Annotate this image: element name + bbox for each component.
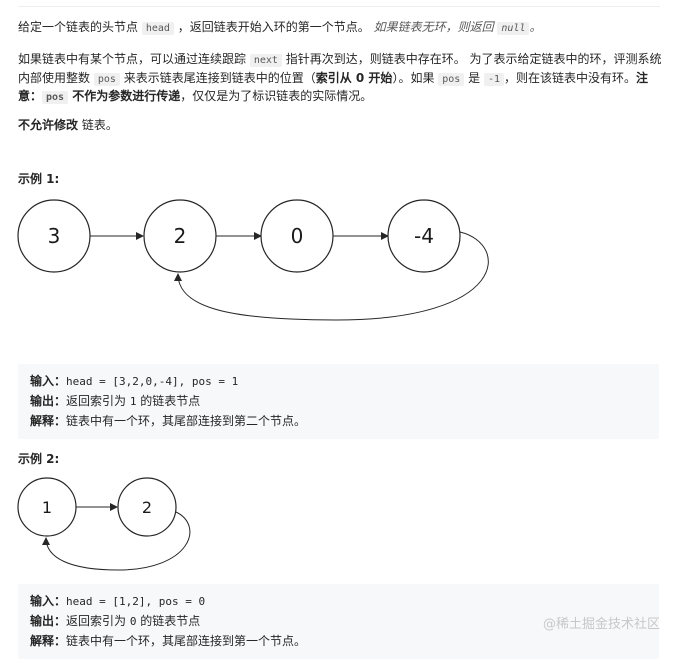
text: 是 [464,70,484,85]
watermark: @稀土掘金技术社区 [542,616,660,632]
example-1-explain-row: 解释：链表中有一个环，其尾部连接到第二个节点。 [30,412,647,432]
example-2-input-row: 输入：head = [1,2], pos = 0 [30,592,647,612]
explain-label: 解释： [30,413,67,428]
explain-value: 链表中有一个环，其尾部连接到第二个节点。 [66,413,307,428]
node-4: -4 [387,199,461,273]
node-1: 1 [17,477,77,537]
strong-text: 注意： [18,70,649,104]
text: 返回索引为 [66,393,130,408]
strong-text: 索引从 0 开始 [315,70,393,85]
example-1-box: 输入：head = [3,2,0,-4], pos = 1 输出：返回索引为 1… [18,364,659,440]
example-2-explain-row: 解释：链表中有一个环，其尾部连接到第一个节点。 [30,632,647,652]
emphasis-text: 如果链表无环，则返回 [373,20,498,34]
example-1-input-row: 输入：head = [3,2,0,-4], pos = 1 [30,372,647,392]
output-code: 1 [129,394,137,408]
example-1-title: 示例 1: [18,172,60,186]
inline-code-pos: pos [93,72,120,86]
input-value: head = [1,2], pos = 0 [66,595,206,608]
text: 指针再次到达，则链表中存在环。 为了表示给定链表中的环，评测系统内部使用整数 [18,52,662,85]
output-label: 输出： [30,393,67,408]
example-2-output-row: 输出：返回索引为 0 的链表节点 [30,612,647,632]
inline-code-pos: pos [42,91,69,105]
inline-code-pos: pos [438,72,465,86]
inline-code-head: head [141,22,174,35]
inline-code-next: next [249,54,282,67]
text: 来表示链表尾连接到链表中的位置（ [119,70,316,85]
edge-cycle-neg4-to-2 [174,231,489,321]
intro-paragraph-1: 给定一个链表的头节点 head ，返回链表开始入环的第一个节点。 如果链表无环，… [18,18,663,37]
example-2-box: 输入：head = [1,2], pos = 0 输出：返回索引为 0 的链表节… [18,584,659,659]
text: ）。如果 [392,70,439,85]
intro-paragraph-3: 不允许修改 链表。 [18,116,663,135]
node-label: -4 [414,224,434,248]
node-label: 2 [174,224,187,248]
strong-text: 不允许修改 [18,118,79,132]
node-1: 3 [17,199,91,273]
node-label: 2 [142,498,152,517]
top-divider [18,6,660,7]
input-label: 输入： [30,374,67,388]
node-label: 1 [42,498,52,517]
example-1-diagram: 3 2 0 -4 [17,199,489,321]
explain-value: 链表中有一个环，其尾部连接到第一个节点。 [66,633,307,648]
text: ，仅仅是为了标识链表的实际情况。 [180,89,373,104]
node-label: 0 [291,224,304,248]
text: 。 [529,20,542,34]
example-2-title: 示例 2: [18,452,60,466]
inline-code-null: null [497,22,530,35]
inline-code-neg1: -1 [483,72,505,86]
node-label: 3 [48,224,61,248]
edge-cycle-2-to-1 [42,511,191,571]
example-1-output-row: 输出：返回索引为 1 的链表节点 [30,392,647,412]
node-3: 0 [260,199,334,273]
output-label: 输出： [30,613,67,628]
text: 的链表节点 [136,613,201,628]
example-2-diagram: 1 2 [17,477,191,571]
text: ，返回链表开始入环的第一个节点。 [173,20,374,34]
node-2: 2 [117,477,177,537]
text: 链表。 [78,118,118,132]
output-code: 0 [129,614,137,628]
intro-paragraph-2: 如果链表中有某个节点，可以通过连续跟踪 next 指针再次到达，则链表中存在环。… [18,50,663,106]
input-label: 输入： [30,594,67,608]
node-2: 2 [143,199,217,273]
explain-label: 解释： [30,633,67,648]
text: 的链表节点 [136,393,201,408]
strong-text: 不作为参数进行传递 [68,89,181,104]
text: 如果链表中有某个节点，可以通过连续跟踪 [18,52,250,66]
input-value: head = [3,2,0,-4], pos = 1 [66,375,239,388]
text: 返回索引为 [66,613,130,628]
text: ，则在该链表中没有环。 [504,70,637,85]
text: 给定一个链表的头节点 [18,20,142,34]
